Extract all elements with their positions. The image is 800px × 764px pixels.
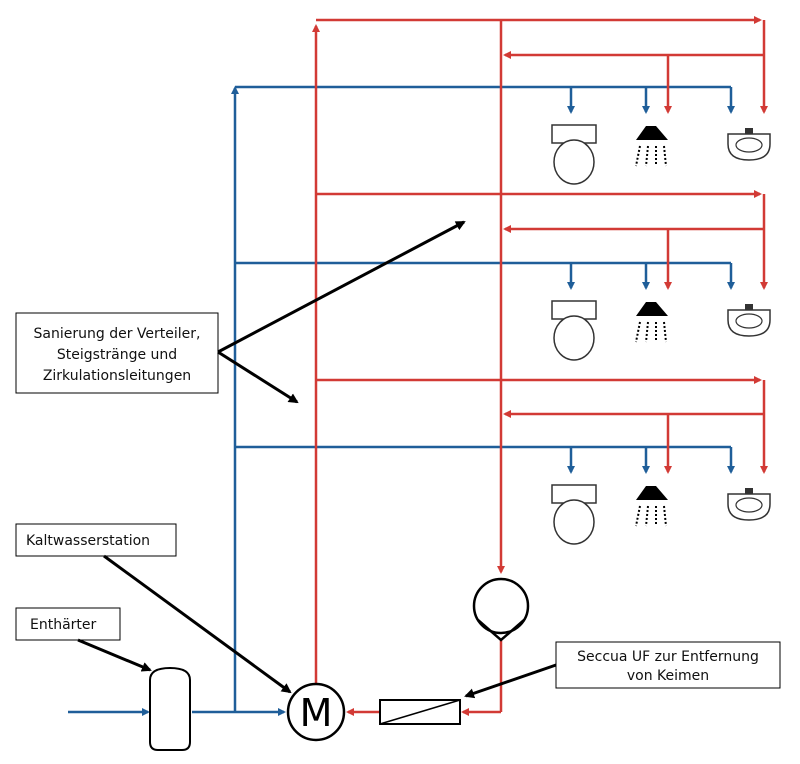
- sink-icon: [727, 304, 771, 337]
- hot-water-pipes: [312, 16, 768, 716]
- callout-cold-water-station: Kaltwasserstation: [15, 523, 177, 557]
- heater-symbol: M: [300, 691, 333, 735]
- softener-tank: [149, 666, 191, 751]
- sink-icon: [727, 488, 771, 521]
- shower-icon: [635, 126, 668, 167]
- toilet-icon: [551, 484, 597, 545]
- callout-filter: Seccua UF zur Entfernung von Keimen: [555, 641, 781, 689]
- callout-cold-water-station-label: Kaltwasserstation: [26, 533, 150, 549]
- callout-refurbishment-line2: Steigstränge und: [57, 347, 177, 363]
- callout-softener: Enthärter: [15, 607, 121, 641]
- circulation-pump: [472, 577, 530, 642]
- annotation-arrows: [77, 220, 557, 699]
- callout-refurbishment: Sanierung der Verteiler, Steigstränge un…: [15, 312, 219, 394]
- shower-icon: [635, 302, 668, 343]
- floor-3-fixtures: [551, 484, 771, 545]
- callout-filter-line1: Seccua UF zur Entfernung: [577, 649, 759, 665]
- callout-refurbishment-line1: Sanierung der Verteiler,: [34, 326, 201, 342]
- callout-filter-line2: von Keimen: [627, 668, 709, 684]
- cold-water-pipes: [68, 85, 735, 716]
- toilet-icon: [551, 300, 597, 361]
- water-heater: M: [286, 682, 346, 742]
- callout-refurbishment-line3: Zirkulationsleitungen: [43, 368, 191, 384]
- sink-icon: [727, 128, 771, 161]
- floor-1-fixtures: [551, 124, 771, 185]
- floor-2-fixtures: [551, 300, 771, 361]
- shower-icon: [635, 486, 668, 527]
- uf-filter: [379, 699, 461, 725]
- callout-softener-label: Enthärter: [30, 617, 97, 633]
- toilet-icon: [551, 124, 597, 185]
